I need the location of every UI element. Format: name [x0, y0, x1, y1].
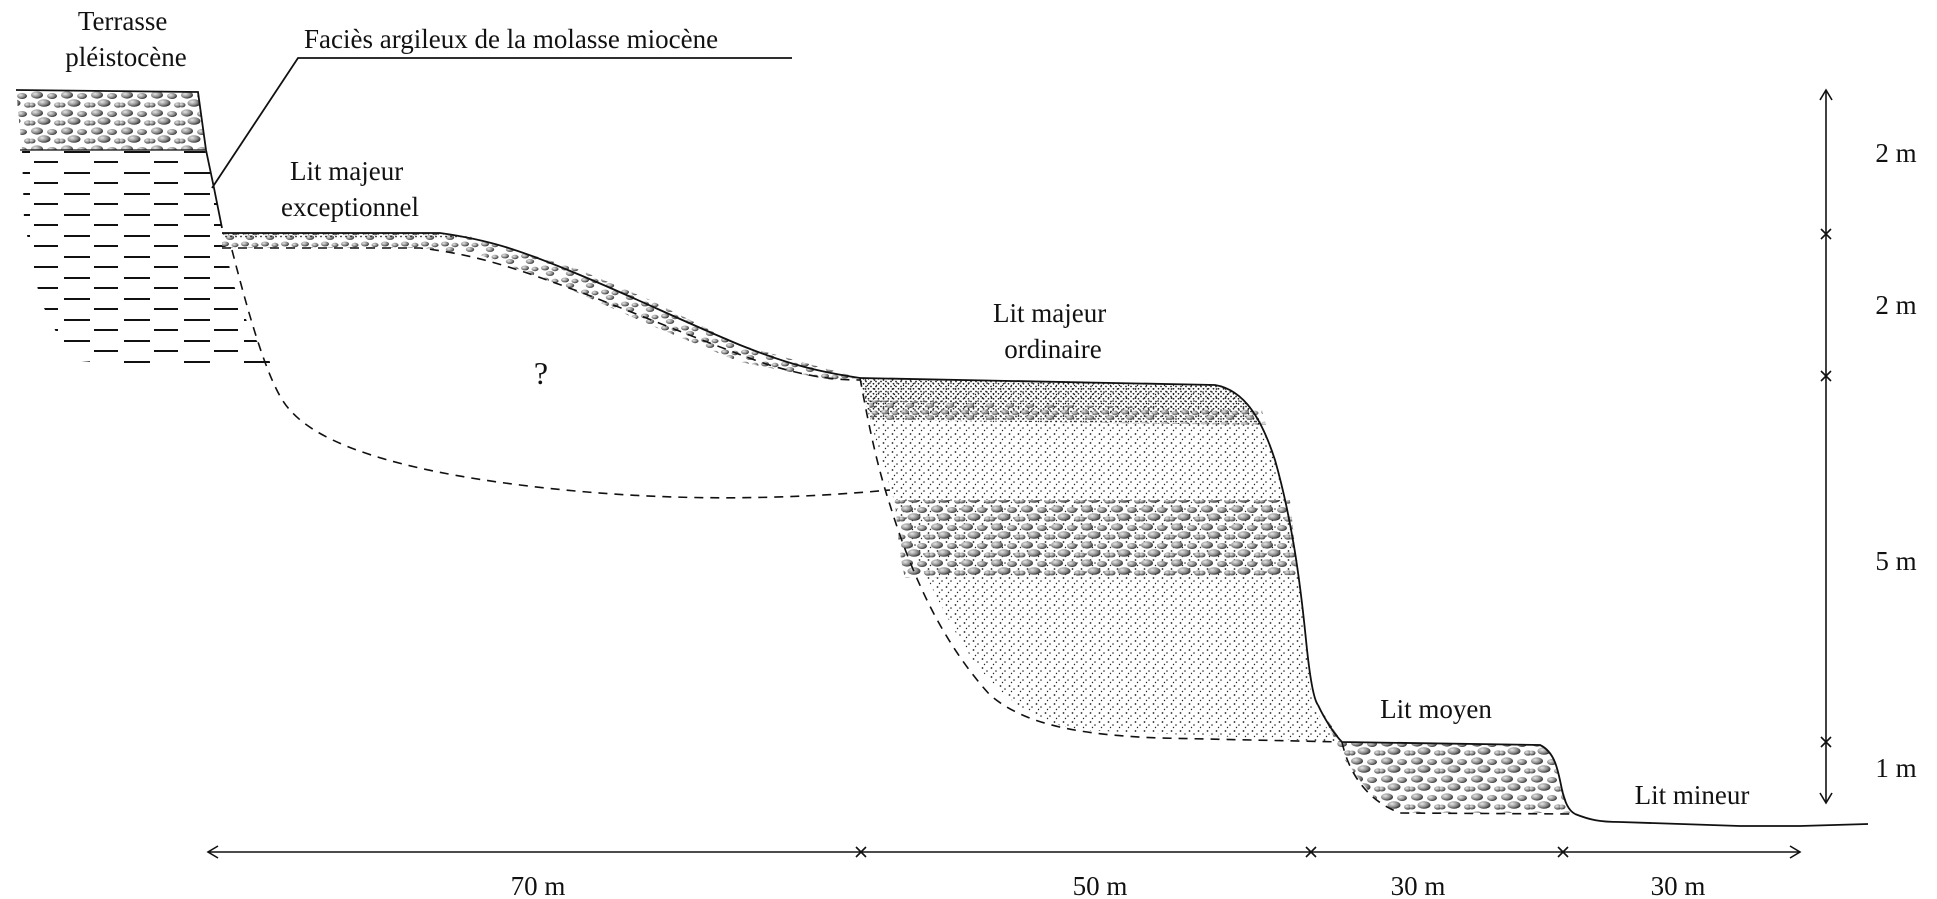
pleistocene-terrace-block — [15, 89, 272, 368]
vertical-dim-4: 1 m — [1875, 753, 1916, 783]
ordinary-bed-label: Lit majeur ordinaire — [993, 298, 1113, 364]
middle-bed-label: Lit moyen — [1380, 694, 1492, 724]
exceptional-bed-deposit — [222, 232, 861, 381]
horizontal-dim-1: 70 m — [511, 871, 566, 899]
horizontal-dim-2: 50 m — [1073, 871, 1128, 899]
vertical-scale: 2 m 2 m 5 m 1 m — [1819, 88, 1917, 805]
unknown-zone-label: ? — [534, 355, 548, 391]
middle-bed-deposit — [1317, 704, 1576, 815]
terrace-label: Terrasse pléistocène — [65, 6, 186, 72]
clay-facies-label: Faciès argileux de la molasse miocène — [304, 24, 718, 54]
inferred-buried-contact — [231, 249, 891, 499]
horizontal-dim-4: 30 m — [1651, 871, 1706, 899]
vertical-dim-2: 2 m — [1875, 290, 1916, 320]
ordinary-bed-deposit — [859, 377, 1343, 743]
exceptional-bed-label: Lit majeur exceptionnel — [281, 156, 419, 222]
clay-facies-leader-line — [211, 57, 792, 189]
vertical-dim-1: 2 m — [1875, 138, 1916, 168]
minor-bed-label: Lit mineur — [1635, 780, 1750, 810]
horizontal-scale: 70 m 50 m 30 m 30 m — [206, 845, 1802, 899]
vertical-dim-3: 5 m — [1875, 546, 1916, 576]
minor-bed-ground — [1574, 813, 1869, 827]
horizontal-dim-3: 30 m — [1391, 871, 1446, 899]
